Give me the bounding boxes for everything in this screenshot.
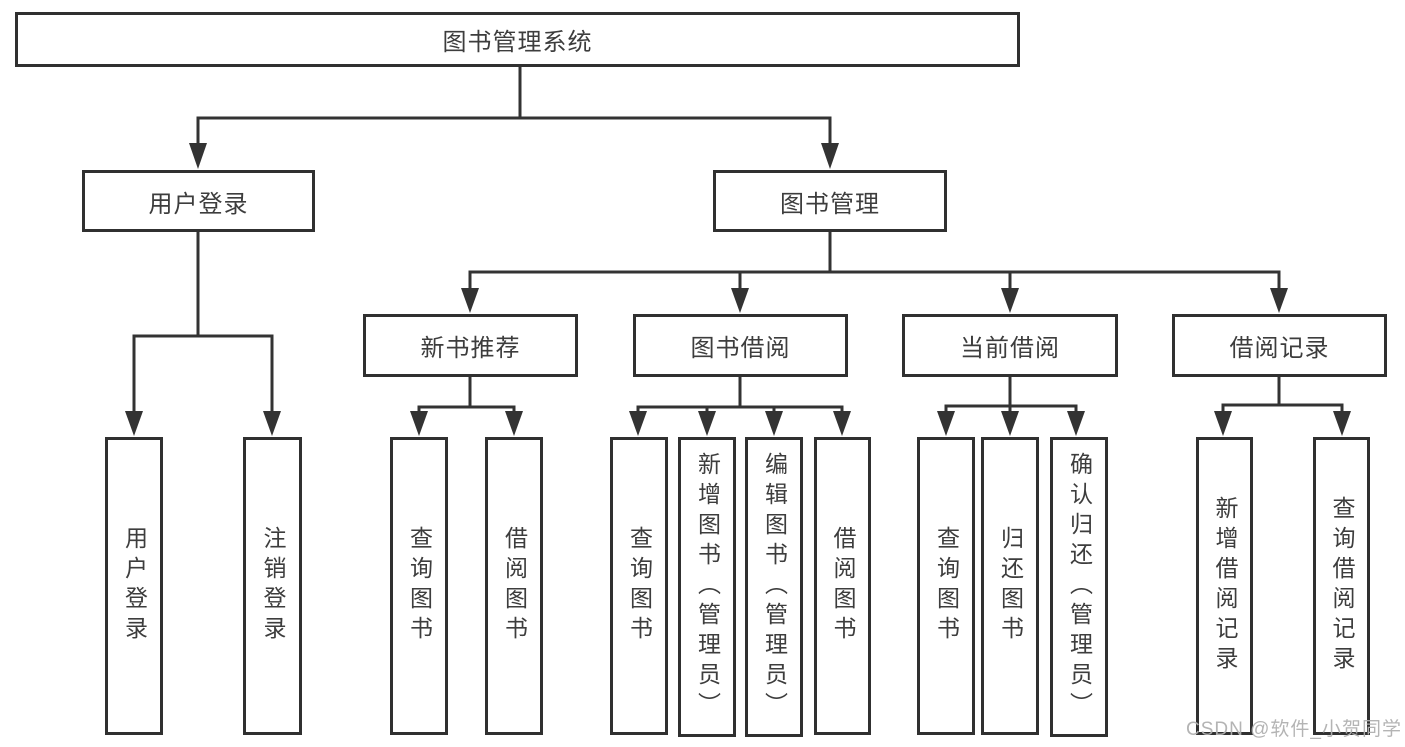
csdn-watermark: CSDN @软件_小贺同学 xyxy=(1186,719,1402,740)
node-borrowing-records: 借阅记录 xyxy=(1172,314,1387,377)
leaf-cb-query-books: 查询图书 xyxy=(917,437,975,735)
node-user-login: 用户登录 xyxy=(82,170,315,232)
leaf-logout: 注销登录 xyxy=(243,437,302,735)
node-book-management: 图书管理 xyxy=(713,170,947,232)
node-new-book-recommend: 新书推荐 xyxy=(363,314,578,377)
leaf-br-add-record: 新增借阅记录 xyxy=(1196,437,1253,735)
leaf-user-login: 用户登录 xyxy=(105,437,163,735)
leaf-cb-confirm-return-admin: 确认归还（管理员） xyxy=(1050,437,1108,737)
leaf-nbr-query-books: 查询图书 xyxy=(390,437,448,735)
leaf-bb-borrow-books: 借阅图书 xyxy=(814,437,871,735)
leaf-bb-edit-books-admin: 编辑图书（管理员） xyxy=(745,437,803,737)
connector-edges xyxy=(132,65,1344,416)
node-book-borrowing: 图书借阅 xyxy=(633,314,848,377)
leaf-bb-add-books-admin: 新增图书（管理员） xyxy=(678,437,736,737)
arrowheads xyxy=(125,143,1351,436)
leaf-nbr-borrow-books: 借阅图书 xyxy=(485,437,543,735)
leaf-cb-return-books: 归还图书 xyxy=(981,437,1039,735)
leaf-br-query-record: 查询借阅记录 xyxy=(1313,437,1370,735)
node-current-borrowing: 当前借阅 xyxy=(902,314,1118,377)
node-library-system: 图书管理系统 xyxy=(15,12,1020,67)
leaf-bb-query-books: 查询图书 xyxy=(610,437,668,735)
